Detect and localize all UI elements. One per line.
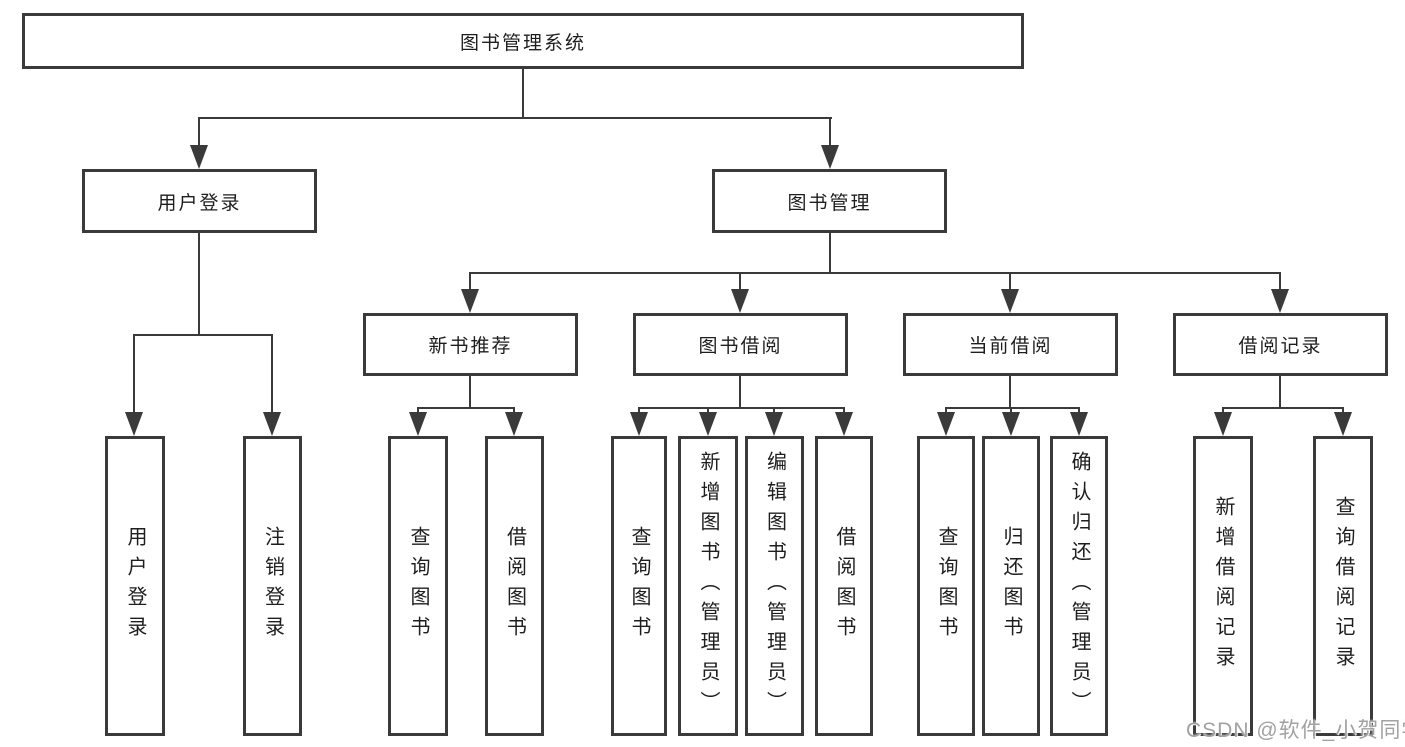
connector-line: [1222, 407, 1224, 414]
node-return-books-leaf: 归还图书: [982, 436, 1040, 736]
node-user-login-leaf: 用户登录: [105, 436, 165, 736]
arrow-down-icon: [1271, 289, 1289, 313]
arrow-down-icon: [765, 412, 783, 436]
connector-line: [1078, 407, 1080, 414]
connector-line: [1342, 407, 1344, 414]
arrow-down-icon: [1001, 289, 1019, 313]
node-label: 归还图书: [1000, 526, 1022, 646]
connector-line: [945, 407, 947, 414]
node-label: 用户登录: [124, 526, 146, 646]
connector-line: [1222, 407, 1344, 409]
node-label: 编辑图书（管理员）: [763, 451, 786, 721]
arrow-down-icon: [1214, 412, 1232, 436]
connector-line: [469, 376, 471, 407]
node-logout-leaf: 注销登录: [243, 436, 302, 736]
node-query-books-leaf: 查询图书: [388, 436, 448, 736]
node-label: 查询图书: [628, 526, 650, 646]
node-confirm-return-admin-leaf: 确认归还（管理员）: [1050, 436, 1108, 736]
node-library-system: 图书管理系统: [22, 13, 1024, 69]
node-book-borrow: 图书借阅: [633, 313, 848, 376]
arrow-down-icon: [190, 145, 208, 169]
connector-line: [707, 407, 709, 414]
node-borrow-books-leaf: 借阅图书: [485, 436, 544, 736]
arrow-down-icon: [699, 412, 717, 436]
connector-line: [1279, 376, 1281, 407]
connector-line: [1009, 272, 1011, 291]
connector-line: [739, 272, 741, 291]
node-book-management: 图书管理: [712, 169, 947, 233]
connector-line: [638, 407, 845, 409]
arrow-down-icon: [461, 289, 479, 313]
connector-line: [1009, 376, 1011, 407]
arrow-down-icon: [1002, 412, 1020, 436]
connector-line: [198, 233, 200, 334]
arrow-down-icon: [1070, 412, 1088, 436]
watermark: CSDN @软件_小贺同学: [1186, 719, 1405, 742]
connector-line: [469, 272, 1281, 274]
node-label: 新增图书（管理员）: [697, 451, 719, 721]
arrow-down-icon: [937, 412, 955, 436]
node-label: 新增借阅记录: [1212, 496, 1234, 676]
node-label: 借阅图书: [503, 526, 526, 646]
connector-line: [133, 334, 273, 336]
connector-line: [198, 117, 200, 147]
node-label: 借阅记录: [1238, 336, 1323, 357]
arrow-down-icon: [263, 412, 281, 436]
connector-line: [829, 117, 831, 147]
node-label: 新书推荐: [428, 336, 513, 357]
node-edit-books-admin-leaf: 编辑图书（管理员）: [745, 436, 804, 736]
node-label: 用户登录: [157, 192, 242, 214]
connector-line: [739, 376, 741, 407]
connector-line: [133, 334, 135, 414]
node-label: 注销登录: [261, 526, 284, 646]
connector-line: [638, 407, 640, 414]
connector-line: [417, 407, 419, 414]
connector-line: [198, 117, 832, 119]
connector-line: [469, 272, 471, 291]
node-new-book-recommend: 新书推荐: [363, 313, 578, 376]
arrow-down-icon: [409, 412, 427, 436]
node-borrow-books-leaf: 借阅图书: [815, 436, 873, 736]
arrow-down-icon: [835, 412, 853, 436]
connector-line: [829, 233, 831, 272]
node-label: 查询借阅记录: [1332, 496, 1354, 676]
node-label: 确认归还（管理员）: [1068, 451, 1090, 721]
node-label: 图书管理: [787, 192, 872, 214]
connector-line: [1279, 272, 1281, 291]
arrow-down-icon: [1334, 412, 1352, 436]
node-label: 查询图书: [407, 526, 429, 646]
node-label: 图书管理系统: [459, 32, 586, 54]
connector-line: [773, 407, 775, 414]
connector-line: [417, 407, 515, 409]
arrow-down-icon: [821, 145, 839, 169]
connector-line: [513, 407, 515, 414]
node-label: 查询图书: [935, 526, 957, 646]
node-borrow-records: 借阅记录: [1173, 313, 1388, 376]
node-label: 图书借阅: [698, 336, 783, 357]
arrow-down-icon: [505, 412, 523, 436]
node-query-borrow-record-leaf: 查询借阅记录: [1313, 436, 1373, 736]
node-add-books-admin-leaf: 新增图书（管理员）: [678, 436, 738, 736]
node-add-borrow-record-leaf: 新增借阅记录: [1193, 436, 1253, 736]
node-query-books-leaf: 查询图书: [917, 436, 975, 736]
node-query-books-leaf: 查询图书: [611, 436, 667, 736]
connector-line: [522, 69, 524, 117]
node-user-login: 用户登录: [82, 169, 317, 233]
node-label: 当前借阅: [968, 336, 1053, 357]
connector-line: [1010, 407, 1012, 414]
connector-line: [945, 407, 1080, 409]
connector-line: [843, 407, 845, 414]
node-label: 借阅图书: [833, 526, 855, 646]
node-current-borrow: 当前借阅: [903, 313, 1118, 376]
arrow-down-icon: [125, 412, 143, 436]
connector-line: [271, 334, 273, 414]
arrow-down-icon: [630, 412, 648, 436]
arrow-down-icon: [731, 289, 749, 313]
